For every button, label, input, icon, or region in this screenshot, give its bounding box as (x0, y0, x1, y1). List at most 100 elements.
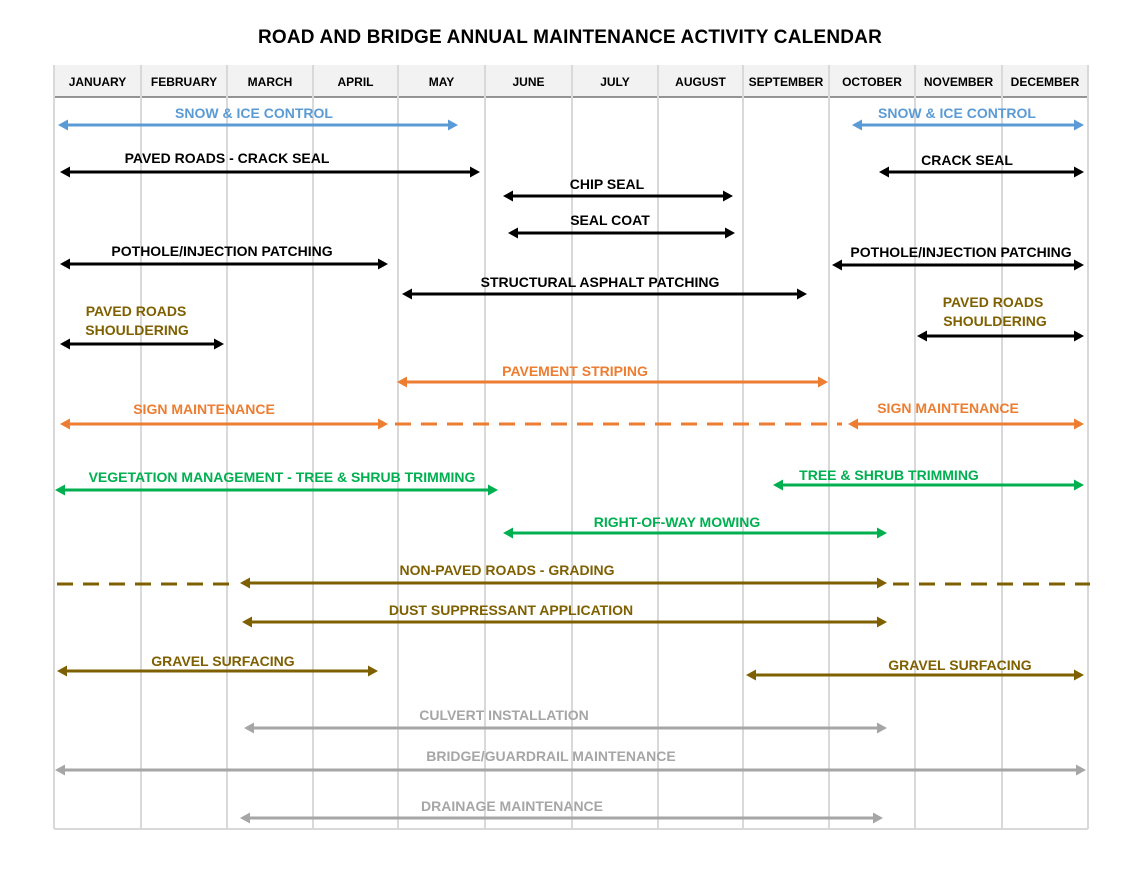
activity-label: DRAINAGE MAINTENANCE (421, 798, 603, 814)
activity-label: PAVED ROADS (943, 294, 1044, 310)
arrowhead (60, 338, 70, 350)
activity-label: TREE & SHRUB TRIMMING (799, 467, 979, 483)
activity-arrow (503, 190, 733, 202)
activity-label: PAVEMENT STRIPING (502, 363, 648, 379)
month-label-august: AUGUST (675, 75, 726, 89)
activity-label: BRIDGE/GUARDRAIL MAINTENANCE (426, 748, 675, 764)
activity-arrow (397, 376, 828, 388)
arrowhead (917, 330, 927, 342)
arrowhead (488, 484, 498, 496)
activity-label: CHIP SEAL (570, 176, 645, 192)
arrowhead (60, 258, 70, 270)
arrowhead (818, 376, 828, 388)
arrowhead (832, 259, 842, 271)
arrowhead (723, 190, 733, 202)
arrowhead (60, 166, 70, 178)
arrowhead (1074, 418, 1084, 430)
arrowhead (877, 722, 887, 734)
activity-label: SIGN MAINTENANCE (877, 400, 1019, 416)
month-label-june: JUNE (512, 75, 544, 89)
arrowhead (470, 166, 480, 178)
month-label-january: JANUARY (69, 75, 127, 89)
activity-label: POTHOLE/INJECTION PATCHING (850, 244, 1071, 260)
activity-arrow (832, 259, 1084, 271)
arrowhead (378, 258, 388, 270)
activity-label: NON-PAVED ROADS - GRADING (400, 562, 615, 578)
activity-arrows (55, 119, 1090, 824)
activity-arrow (917, 330, 1084, 342)
month-label-april: APRIL (338, 75, 374, 89)
activity-label: VEGETATION MANAGEMENT - TREE & SHRUB TRI… (89, 469, 476, 485)
arrowhead (1076, 764, 1086, 776)
arrowhead (877, 577, 887, 589)
activity-arrow (60, 258, 388, 270)
arrowhead (368, 665, 378, 677)
arrowhead (1074, 330, 1084, 342)
arrowhead (503, 190, 513, 202)
arrowhead (725, 227, 735, 239)
calendar-title: ROAD AND BRIDGE ANNUAL MAINTENANCE ACTIV… (257, 27, 883, 48)
month-label-november: NOVEMBER (924, 75, 994, 89)
activity-arrow (57, 665, 378, 677)
month-label-may: MAY (429, 75, 455, 89)
activity-arrow (58, 119, 458, 131)
activity-label: SEAL COAT (570, 212, 650, 228)
activity-label: RIGHT-OF-WAY MOWING (594, 514, 761, 530)
activity-arrow (60, 338, 224, 350)
arrowhead (848, 418, 858, 430)
arrowhead (797, 288, 807, 300)
activity-label: SHOULDERING (943, 313, 1047, 329)
month-label-october: OCTOBER (842, 75, 902, 89)
activity-label: SHOULDERING (85, 322, 189, 338)
arrowhead (877, 527, 887, 539)
arrowhead (60, 418, 70, 430)
activity-arrow (503, 527, 887, 539)
activity-arrow (60, 418, 388, 430)
activity-arrow (55, 484, 498, 496)
arrowhead (877, 616, 887, 628)
arrowhead (244, 722, 254, 734)
activity-label: CRACK SEAL (921, 152, 1013, 168)
calendar-grid (53, 65, 1089, 830)
arrowhead (773, 479, 783, 491)
arrowhead (240, 812, 250, 824)
activity-arrow (60, 166, 480, 178)
activity-arrow (879, 166, 1084, 178)
activity-arrow (852, 119, 1084, 131)
arrowhead (1074, 669, 1084, 681)
arrowhead (873, 812, 883, 824)
arrowhead (397, 376, 407, 388)
activity-label: SIGN MAINTENANCE (133, 401, 275, 417)
arrowhead (1074, 119, 1084, 131)
arrowhead (57, 665, 67, 677)
arrowhead (58, 119, 68, 131)
activity-label: SNOW & ICE CONTROL (878, 105, 1036, 121)
arrowhead (55, 484, 65, 496)
arrowhead (1074, 259, 1084, 271)
activity-label: GRAVEL SURFACING (151, 653, 294, 669)
arrowhead (214, 338, 224, 350)
month-label-december: DECEMBER (1011, 75, 1080, 89)
arrowhead (240, 577, 250, 589)
arrowhead (879, 166, 889, 178)
activity-arrow (402, 288, 807, 300)
activity-label: PAVED ROADS - CRACK SEAL (125, 150, 330, 166)
activity-arrow (848, 418, 1084, 430)
arrowhead (55, 764, 65, 776)
activity-label: POTHOLE/INJECTION PATCHING (111, 243, 332, 259)
arrowhead (508, 227, 518, 239)
month-label-march: MARCH (248, 75, 293, 89)
activity-labels: SNOW & ICE CONTROL SNOW & ICE CONTROL PAVE… (85, 105, 1071, 814)
arrowhead (402, 288, 412, 300)
activity-label: PAVED ROADS (86, 303, 187, 319)
activity-label: SNOW & ICE CONTROL (175, 105, 333, 121)
activity-label: CULVERT INSTALLATION (419, 707, 589, 723)
month-label-september: SEPTEMBER (749, 75, 824, 89)
activity-arrow (773, 479, 1084, 491)
activity-arrow (55, 764, 1086, 776)
arrowhead (852, 119, 862, 131)
month-label-july: JULY (600, 75, 630, 89)
activity-arrow (746, 669, 1084, 681)
